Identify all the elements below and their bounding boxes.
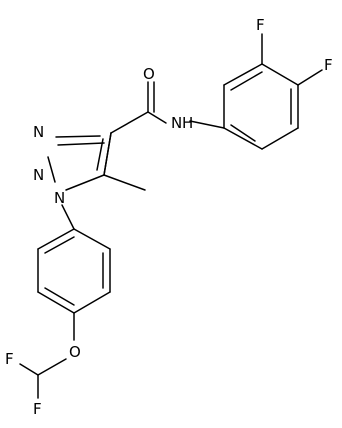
atom-label-n: N	[54, 189, 65, 207]
bond	[55, 135, 101, 138]
bond	[103, 132, 112, 176]
atom-label-f: F	[256, 16, 265, 34]
atom-label-f: F	[324, 56, 333, 74]
bond	[19, 363, 39, 376]
bond-double	[44, 236, 75, 254]
bond-double	[230, 71, 263, 91]
bond	[73, 228, 111, 250]
bond	[110, 111, 149, 134]
atom-label-h: H	[182, 114, 193, 132]
atom-label-f: F	[5, 350, 14, 368]
bond-double	[44, 287, 75, 306]
bond	[61, 204, 75, 230]
bond	[37, 228, 75, 250]
bond	[261, 63, 299, 86]
bond	[73, 291, 111, 314]
bond	[103, 174, 146, 191]
bond	[147, 111, 167, 124]
bond	[47, 156, 56, 183]
atom-label-n: N	[33, 123, 44, 141]
bond-double	[96, 138, 104, 171]
bond	[297, 69, 323, 86]
atom-label-n: N	[33, 166, 44, 184]
atom-label-o: O	[143, 65, 155, 83]
atom-label-f: F	[33, 400, 42, 418]
atom-label-n: N	[171, 114, 182, 132]
bond-double	[230, 124, 256, 142]
bond	[261, 127, 299, 150]
atom-labels: F F O N H N N N O F F	[5, 16, 333, 418]
atom-label-o: O	[69, 343, 81, 361]
bond	[223, 63, 263, 86]
bond	[37, 358, 67, 376]
bond	[37, 291, 75, 314]
bond	[189, 120, 225, 129]
bonds	[19, 33, 323, 399]
bond	[65, 174, 105, 191]
bond-double	[57, 142, 105, 146]
bond	[223, 127, 263, 150]
